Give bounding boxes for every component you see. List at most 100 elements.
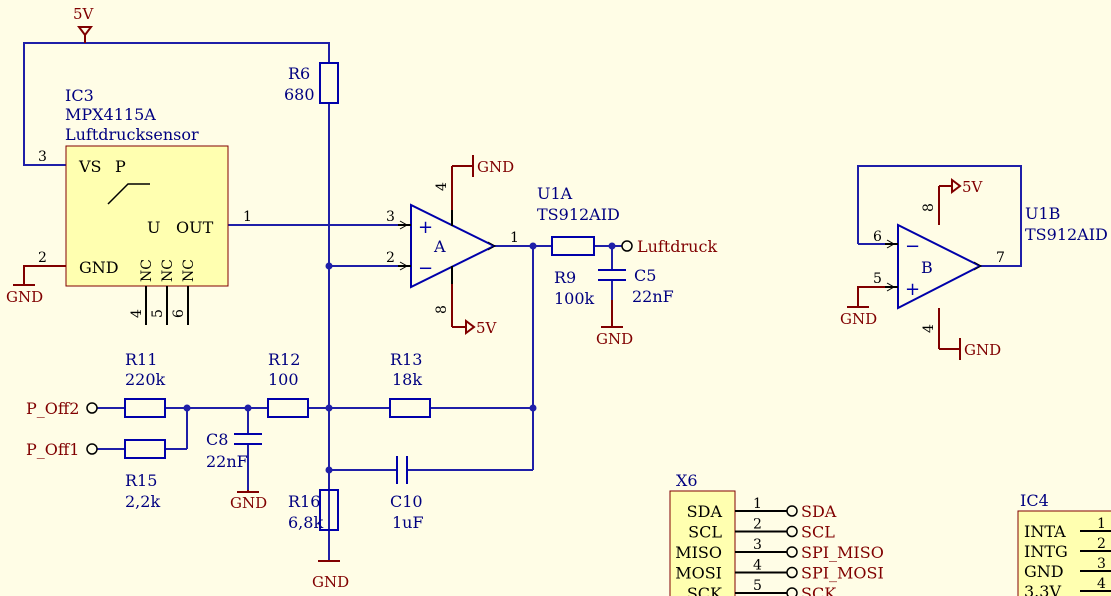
ic4-pin-num: 3 [1097, 556, 1106, 572]
ic3-pin-u: U [147, 218, 160, 237]
x6-designator: X6 [676, 471, 698, 490]
r9-body [551, 236, 595, 256]
gnd-r16-label: GND [312, 573, 349, 591]
svg-text:+: + [418, 217, 433, 238]
x6-pin-name: MISO [675, 543, 722, 562]
x6-pin-row: MOSI 4 SPI_MOSI [675, 558, 884, 583]
vcc-u1a-label: 5V [476, 319, 498, 337]
x6-pin-name: SDA [687, 502, 723, 521]
u1b-pin-6: 6 [873, 229, 882, 245]
u1a-opamp: + − [398, 203, 497, 289]
junctions [183, 242, 616, 474]
wires [23, 42, 1022, 560]
x6-pin-row: SDA 1 SDA [687, 496, 837, 521]
u1a-pin-2: 2 [386, 250, 395, 266]
ic4-pin-name: GND [1024, 562, 1064, 581]
r9-value: 100k [554, 289, 595, 308]
x6-pin-num: 5 [753, 578, 762, 594]
r6-value: 680 [284, 85, 315, 104]
r16-designator: R16 [288, 492, 320, 511]
c10-designator: C10 [390, 492, 423, 511]
vcc-u1a [451, 284, 476, 335]
c10-body [396, 456, 408, 484]
ic4-pin-num: 4 [1097, 576, 1106, 592]
x6-net-label: SPI_MOSI [801, 564, 884, 583]
x6-net-port [786, 566, 798, 579]
gnd-ic3 [13, 265, 66, 286]
gnd-c5 [601, 300, 623, 328]
x6-net-label: SPI_MISO [801, 543, 884, 562]
c5-value: 22nF [632, 287, 674, 306]
r13-body [389, 398, 431, 418]
gnd-c8-label: GND [230, 494, 267, 512]
ic3-pin-out: OUT [176, 218, 214, 237]
ic3-pinnum-4: 4 [129, 309, 145, 318]
x6-net-port [786, 525, 798, 538]
x6-net-label: SCK [801, 584, 837, 596]
ic3-pinnum-3: 3 [38, 149, 47, 165]
r9-designator: R9 [554, 268, 576, 287]
ic3-nc-6: NC [181, 259, 197, 282]
ic4-pin-row: GND 3 [1024, 556, 1111, 581]
luftdruck-label: Luftdruck [637, 237, 717, 256]
gnd-c8 [237, 490, 259, 493]
ic4-pin-row: 3.3V 4 [1024, 576, 1111, 596]
ic4-body [1017, 510, 1111, 596]
c5-body [598, 269, 626, 281]
x6-pin-num: 4 [753, 558, 762, 574]
ic3-pin-p: P [115, 157, 126, 176]
c8-body [234, 433, 262, 445]
gnd-u1b-pin5-label: GND [840, 310, 877, 328]
gnd-ic3-label: GND [6, 288, 43, 306]
x6-net-port [786, 505, 798, 517]
r15-value: 2,2k [125, 492, 160, 511]
u1b-part: TS912AID [1025, 225, 1108, 244]
x6-body [669, 490, 736, 596]
ic3-description: Luftdrucksensor [65, 125, 199, 144]
ic3-pinnum-2: 2 [38, 250, 47, 266]
ic4-pin-num: 1 [1097, 516, 1106, 532]
ic3-pinnum-5: 5 [150, 309, 166, 318]
luftdruck-port [621, 240, 633, 252]
x6-pin-num: 1 [753, 496, 762, 512]
u1a-unit: A [433, 237, 446, 256]
ic3-nc-4: NC [139, 259, 155, 282]
c10-value: 1uF [392, 513, 424, 532]
r16-value: 6,8k [288, 513, 323, 532]
ic3-pin-vs: VS [78, 157, 102, 176]
p-off2-label: P_Off2 [26, 399, 79, 418]
ic4-designator: IC4 [1020, 491, 1049, 510]
r12-body [267, 398, 309, 418]
r12-value: 100 [268, 370, 299, 389]
u1b-opamp: − + [885, 223, 983, 310]
r11-body [124, 398, 166, 418]
ic4-pin-num: 2 [1097, 536, 1106, 552]
x6-pin-num: 2 [753, 517, 762, 533]
p-off1-port [86, 443, 98, 455]
r13-value: 18k [392, 370, 422, 389]
ic4-pin-name: 3.3V [1024, 582, 1061, 596]
u1a-pin-4: 4 [434, 182, 450, 191]
gnd-u1a [451, 155, 474, 210]
u1b-pin-7: 7 [996, 250, 1005, 266]
x6-net-label: SDA [801, 502, 837, 521]
c8-value: 22nF [206, 452, 248, 471]
ic3-pin-gnd: GND [79, 258, 119, 277]
u1a-pin-1: 1 [510, 230, 519, 246]
x6-net-port [786, 587, 798, 596]
u1b-unit: B [921, 258, 933, 277]
c8-designator: C8 [206, 430, 228, 449]
gnd-u1b-pin4-label: GND [964, 341, 1001, 359]
ic3-pinnum-1: 1 [243, 209, 252, 225]
x6-pin-name: MOSI [675, 564, 722, 583]
r11-designator: R11 [125, 350, 157, 369]
r12-designator: R12 [268, 350, 300, 369]
r15-body [124, 439, 166, 459]
